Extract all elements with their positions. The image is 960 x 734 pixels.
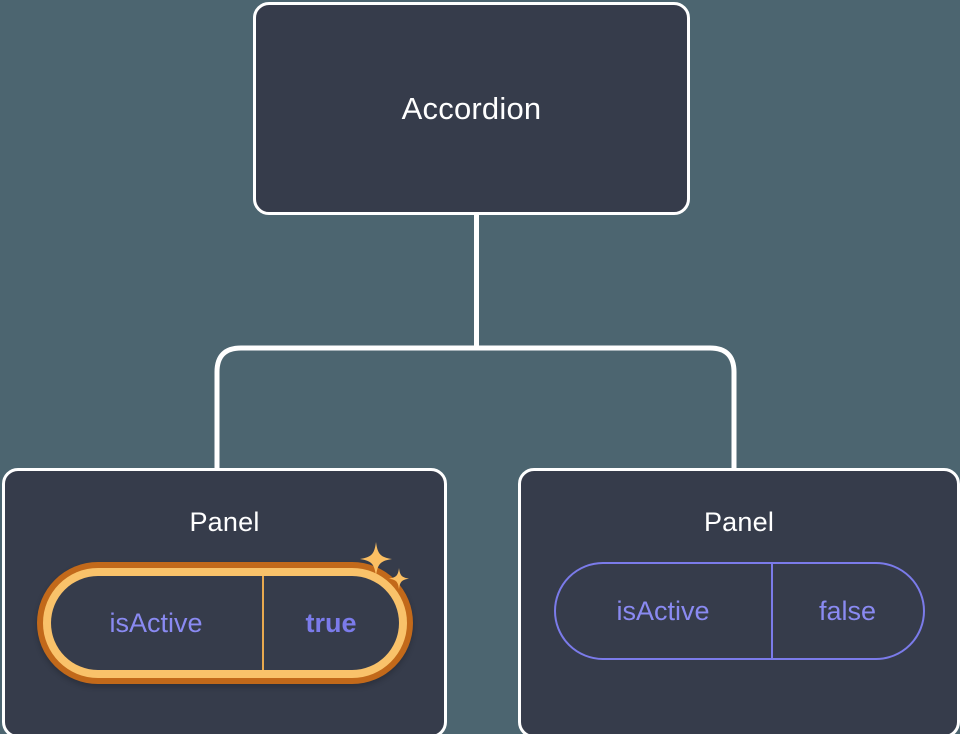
node-panel-active[interactable]: Panel isActive true xyxy=(2,468,447,734)
prop-pill-inactive[interactable]: isActive false xyxy=(553,562,925,660)
prop-pill-active-body: isActive true xyxy=(50,576,399,670)
prop-value-isactive-active: true xyxy=(261,576,399,670)
node-accordion-title: Accordion xyxy=(401,91,542,126)
node-panel-inactive[interactable]: Panel isActive false xyxy=(518,468,960,734)
prop-pill-active[interactable]: isActive true xyxy=(36,562,413,684)
prop-key-isactive-inactive: isActive xyxy=(616,595,710,626)
node-panel-active-title: Panel xyxy=(189,507,260,537)
prop-key-isactive-active: isActive xyxy=(109,607,203,638)
connector-branch-bus xyxy=(214,345,737,470)
node-accordion[interactable]: Accordion xyxy=(253,2,690,215)
prop-value-isactive-inactive: false xyxy=(770,564,923,658)
prop-pill-inactive-wrap: isActive false xyxy=(521,562,957,660)
prop-pill-active-ring: isActive true xyxy=(42,568,407,678)
prop-pill-active-wrap: isActive true xyxy=(5,542,444,684)
node-panel-inactive-title: Panel xyxy=(703,507,775,537)
